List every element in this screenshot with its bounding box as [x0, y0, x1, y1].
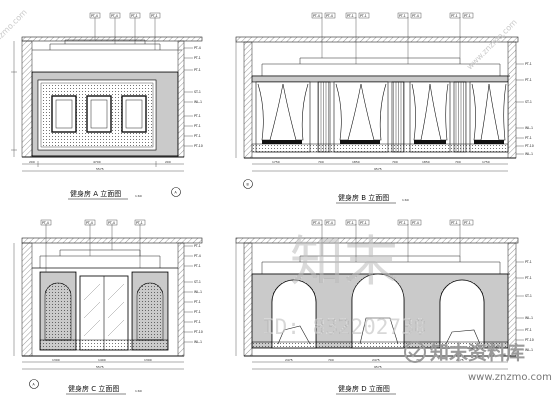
dim-c-3: 1300	[144, 358, 152, 362]
dim-b-6: 700	[455, 160, 461, 164]
title-elevation-d: 健身房 D 立面图	[338, 384, 390, 393]
callout-d-top-6: PT-4	[412, 221, 419, 225]
dim-b-7: 1750	[482, 160, 490, 164]
callout-a-right-8: PT-1	[194, 134, 201, 138]
dim-a-3: 200	[165, 160, 171, 164]
callout-c-right-3: PT-1	[194, 264, 201, 268]
callout-d-top-2: PT-4	[326, 221, 333, 225]
callout-a-top-2: PT-4	[111, 14, 118, 18]
callout-a-top-1: PT-4	[91, 14, 98, 18]
brand-logo-icon	[404, 341, 426, 363]
scale-b: 1:60	[402, 198, 409, 202]
watermark-id: ID: 832202730	[262, 315, 426, 339]
callout-c-top-2: PT-4	[86, 221, 93, 225]
dim-b-4: 700	[392, 160, 398, 164]
callout-d-top-7: PT-1	[451, 221, 458, 225]
dim-d-total: 9575	[374, 365, 382, 369]
scale-c: 1:60	[135, 389, 142, 393]
marker-c: A	[33, 383, 36, 387]
callout-c-right-10: WL-1	[194, 340, 202, 344]
dim-b-total: 9575	[374, 167, 382, 171]
title-elevation-a: 健身房 A 立面图	[70, 189, 121, 198]
callout-d-top-3: PT-1	[347, 221, 354, 225]
dim-d-5: 2475	[456, 358, 464, 362]
callout-c-right-5: WL-1	[194, 290, 202, 294]
callout-b-top-1: PT-4	[313, 14, 320, 18]
watermark-logo-text: 知末	[290, 230, 398, 293]
dim-b-2: 700	[318, 160, 324, 164]
callout-a-right-6: PT-1	[194, 114, 201, 118]
callout-b-top-5: PT-1	[399, 14, 406, 18]
callout-a-right-5: WL-1	[194, 100, 202, 104]
dim-a-2: 4700	[93, 160, 101, 164]
callout-d-right-3: ST-1	[525, 294, 532, 298]
dim-d-4: 700	[416, 358, 422, 362]
title-elevation-b: 健身房 B 立面图	[338, 193, 389, 202]
callout-a-right-9: PT-10	[194, 144, 203, 148]
callout-b-top-8: PT-1	[464, 14, 471, 18]
dim-b-3: 1850	[352, 160, 360, 164]
callout-b-top-6: PT-4	[412, 14, 419, 18]
dim-c-1: 1300	[52, 358, 60, 362]
callout-b-right-2: PT-1	[525, 78, 532, 82]
callout-d-right-2: PT-1	[525, 276, 532, 280]
callout-c-right-8: PT-1	[194, 320, 201, 324]
callout-c-right-1: PT-1	[194, 244, 201, 248]
callout-c-right-7: PT-1	[194, 310, 201, 314]
callout-d-right-7: WL-1	[525, 348, 533, 352]
watermark-brand: 知末资料库	[430, 341, 525, 364]
callout-d-top-8: PT-1	[464, 221, 471, 225]
callout-c-right-4: ST-1	[194, 280, 201, 284]
callout-b-top-3: PT-1	[347, 14, 354, 18]
callout-a-right-7: PT-1	[194, 124, 201, 128]
elevation-b: 1750 700 1850 700 1850 700 1750 9575 PT-…	[235, 12, 534, 204]
callout-c-right-6: PT-1	[194, 300, 201, 304]
callout-d-right-5: PT-1	[525, 328, 532, 332]
scale-a: 1:60	[135, 194, 142, 198]
callout-c-right-9: PT-10	[194, 330, 203, 334]
dim-a-total: 5575	[96, 167, 104, 171]
callout-b-top-2: PT-4	[326, 14, 333, 18]
callout-a-right-3: PT-1	[194, 68, 201, 72]
callout-d-top-5: PT-1	[399, 221, 406, 225]
dim-b-5: 1850	[422, 160, 430, 164]
callout-b-right-7: WL-1	[525, 152, 533, 156]
callout-b-right-1: PT-1	[525, 62, 532, 66]
callout-a-top-4: PT-1	[151, 14, 158, 18]
dim-b-1: 1750	[272, 160, 280, 164]
callout-b-right-6: PT-10	[525, 144, 534, 148]
callout-b-right-5: PT-1	[525, 136, 532, 140]
dim-a-1: 200	[29, 160, 35, 164]
elevation-d: 2475 700 2475 700 2475 9575 PT-4 PT-4 PT…	[235, 219, 534, 395]
callout-a-right-2: PT-1	[194, 56, 201, 60]
watermark-url: www.znzmo.com	[468, 372, 552, 383]
callout-d-right-1: PT-1	[525, 260, 532, 264]
callout-a-top-3: PT-1	[131, 14, 138, 18]
dim-d-1: 2475	[285, 358, 293, 362]
callout-d-right-6: PT-10	[525, 338, 534, 342]
callout-c-right-2: PT-4	[194, 254, 201, 258]
elevation-c: 1300 1400 1300 5575 PT-4 PT-4 PT-4 PT-1 …	[13, 219, 203, 395]
elevation-a: 200 4700 200 5575 PT-4 PT-4 PT-1 PT-1 PT…	[11, 12, 203, 200]
dim-d-2: 700	[328, 358, 334, 362]
title-elevation-c: 健身房 C 立面图	[68, 384, 119, 393]
callout-d-top-4: PT-1	[360, 221, 367, 225]
marker-a: A	[175, 191, 178, 195]
callout-c-top-3: PT-4	[108, 221, 115, 225]
callout-b-top-4: PT-1	[360, 14, 367, 18]
callout-d-top-1: PT-4	[313, 221, 320, 225]
callout-b-right-4: WL-1	[525, 126, 533, 130]
callout-c-top-1: PT-4	[42, 221, 49, 225]
marker-b: B	[247, 183, 249, 187]
callout-b-right-3: ST-1	[525, 100, 532, 104]
callout-c-top-4: PT-1	[136, 221, 143, 225]
callout-b-top-7: PT-1	[451, 14, 458, 18]
dim-c-total: 5575	[96, 365, 104, 369]
callout-d-right-4: WL-1	[525, 316, 533, 320]
callout-a-right-1: PT-4	[194, 46, 201, 50]
dim-c-2: 1400	[98, 358, 106, 362]
dim-d-3: 2475	[372, 358, 380, 362]
callout-a-right-4: ST-1	[194, 90, 201, 94]
